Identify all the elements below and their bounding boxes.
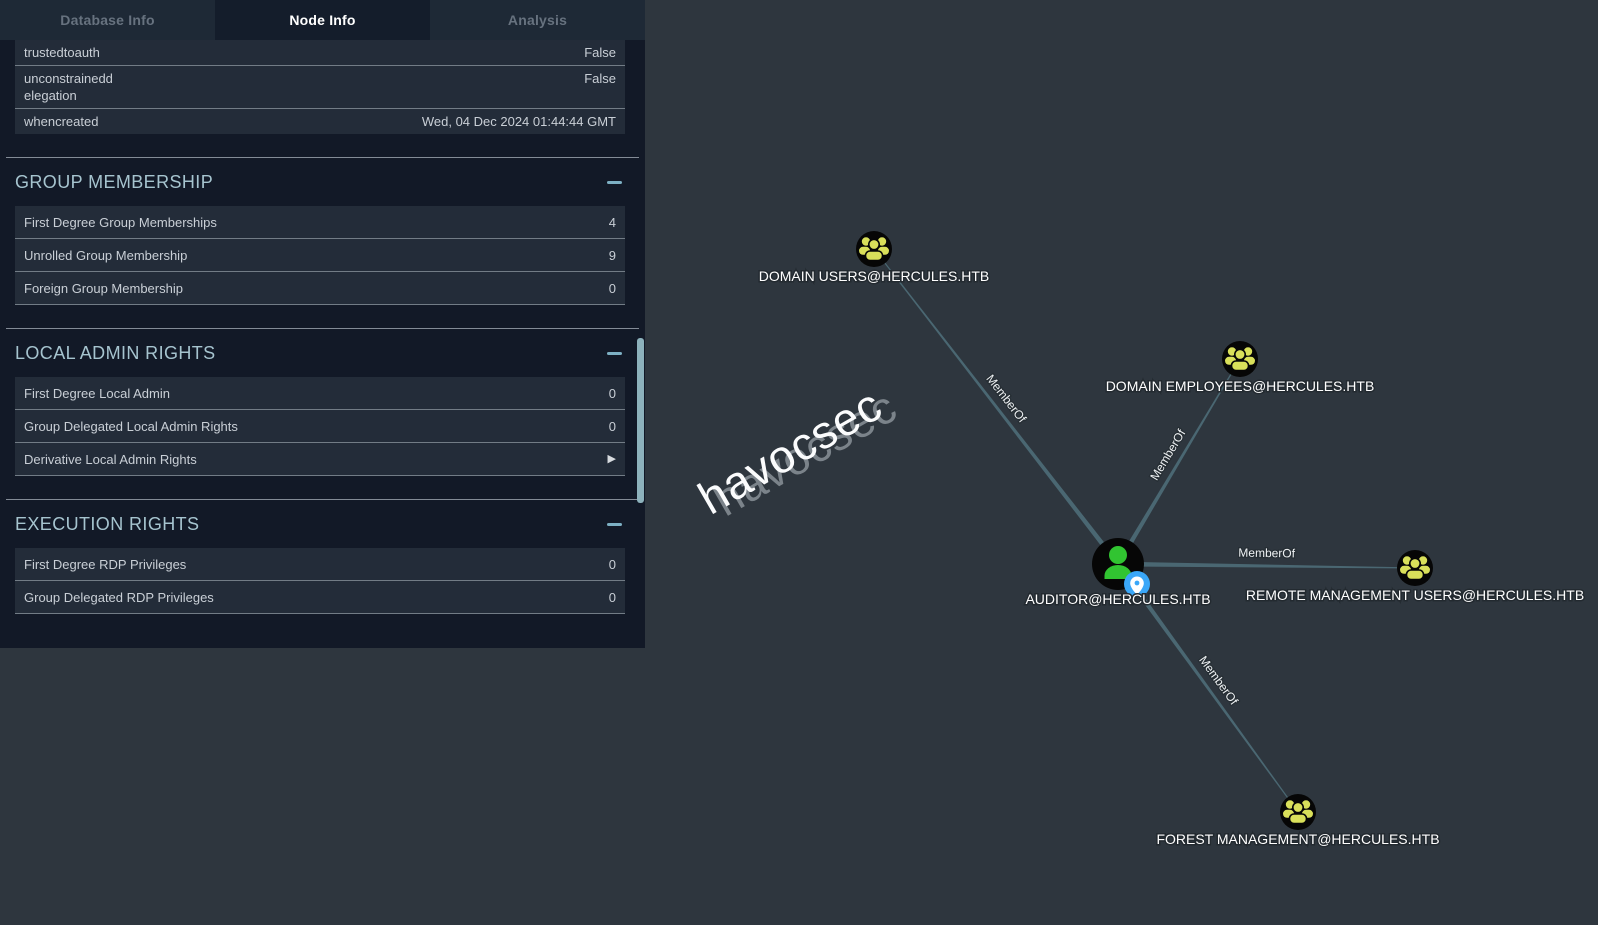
list-item-first-degree-local-admin[interactable]: First Degree Local Admin 0 [15,377,625,410]
node-label-domain-users: DOMAIN USERS@HERCULES.HTB [759,268,989,284]
user-icon [1104,546,1132,579]
graph-node-auditor[interactable] [1092,538,1150,597]
list-item-first-degree-group-memberships[interactable]: First Degree Group Memberships 4 [15,206,625,239]
row-value: 0 [608,385,616,401]
section-title: LOCAL ADMIN RIGHTS [15,343,216,363]
list-item-derivative-local-admin-rights[interactable]: Derivative Local Admin Rights ▶ [15,443,625,476]
group-users-icon [859,237,889,262]
list-item-unrolled-group-membership[interactable]: Unrolled Group Membership 9 [15,239,625,272]
tab-bar: Database Info Node Info Analysis [0,0,645,40]
collapse-minus-icon[interactable] [607,181,622,184]
expand-arrow-icon[interactable]: ▶ [607,452,616,465]
list-item-group-delegated-rdp-privileges[interactable]: Group Delegated RDP Privileges 0 [15,581,625,614]
row-value: 0 [608,418,616,434]
tab-node-info[interactable]: Node Info [215,0,430,40]
edge-auditor-domain-users[interactable] [873,248,1120,566]
section-title: EXECUTION RIGHTS [15,514,200,534]
edge-auditor-forest-mgmt[interactable] [1116,562,1299,813]
edge-label[interactable]: MemberOf [1237,544,1297,561]
graph-node-forest-mgmt[interactable] [1280,794,1316,830]
property-key: unconstraineddelegation [24,71,113,103]
edge-auditor-domain-employees[interactable] [1115,358,1241,566]
location-pin-badge [1124,571,1150,597]
row-value: 4 [608,214,616,230]
property-value: Wed, 04 Dec 2024 01:44:44 GMT [421,114,616,129]
node-info-panel: Database Info Node Info Analysis trustedto… [0,0,645,648]
graph-node-remote-mgmt[interactable] [1397,550,1433,586]
section-divider [6,499,639,500]
group-users-icon [1400,556,1430,581]
scrollbar-thumb[interactable] [637,338,644,503]
property-row: unconstraineddelegation False [15,66,625,109]
group-users-icon [1225,347,1255,372]
group-users-icon [1283,800,1313,825]
graph-node-domain-employees[interactable] [1222,341,1258,377]
tab-label: Database Info [60,12,155,28]
row-label: First Degree Local Admin [24,385,170,401]
property-value: False [584,45,616,60]
tab-database-info[interactable]: Database Info [0,0,215,40]
row-label: Foreign Group Membership [24,280,183,296]
row-value: 9 [608,247,616,263]
list-item-group-delegated-local-admin-rights[interactable]: Group Delegated Local Admin Rights 0 [15,410,625,443]
row-label: First Degree RDP Privileges [24,556,187,572]
graph-node-domain-users[interactable] [856,231,892,267]
collapse-minus-icon[interactable] [607,352,622,355]
row-label: Group Delegated RDP Privileges [24,589,214,605]
section-header-execution-rights: EXECUTION RIGHTS [0,500,645,548]
watermark-text: havocsec [689,378,890,524]
tab-label: Node Info [289,12,356,28]
property-value: False [584,71,616,86]
section-header-local-admin-rights: LOCAL ADMIN RIGHTS [0,329,645,377]
node-label-remote-mgmt: REMOTE MANAGEMENT USERS@HERCULES.HTB [1246,587,1584,603]
info-sections: GROUP MEMBERSHIP First Degree Group Membe… [0,157,645,614]
node-label-forest-mgmt: FOREST MANAGEMENT@HERCULES.HTB [1156,831,1439,847]
row-label: First Degree Group Memberships [24,214,217,230]
collapse-minus-icon[interactable] [607,523,622,526]
section-title: GROUP MEMBERSHIP [15,172,214,192]
property-row: whencreated Wed, 04 Dec 2024 01:44:44 GMT [15,109,625,134]
section-divider [6,157,639,158]
tab-label: Analysis [507,12,568,28]
property-row: trustedtoauth False [15,40,625,66]
row-label: Derivative Local Admin Rights [24,451,197,467]
node-label-auditor: AUDITOR@HERCULES.HTB [1025,591,1210,607]
section-header-group-membership: GROUP MEMBERSHIP [0,158,645,206]
row-label: Unrolled Group Membership [24,247,188,263]
row-value: 0 [608,280,616,296]
row-value: 0 [608,589,616,605]
node-label-domain-employees: DOMAIN EMPLOYEES@HERCULES.HTB [1106,378,1375,394]
property-key: whencreated [24,114,99,129]
property-key: trustedtoauth [24,45,100,60]
row-label: Group Delegated Local Admin Rights [24,418,238,434]
section-divider [6,328,639,329]
pin-icon [1130,576,1144,595]
row-value: 0 [608,556,616,572]
list-item-foreign-group-membership[interactable]: Foreign Group Membership 0 [15,272,625,305]
list-item-first-degree-rdp-privileges[interactable]: First Degree RDP Privileges 0 [15,548,625,581]
edge-auditor-remote-mgmt[interactable] [1117,561,1416,569]
tab-analysis[interactable]: Analysis [430,0,645,40]
